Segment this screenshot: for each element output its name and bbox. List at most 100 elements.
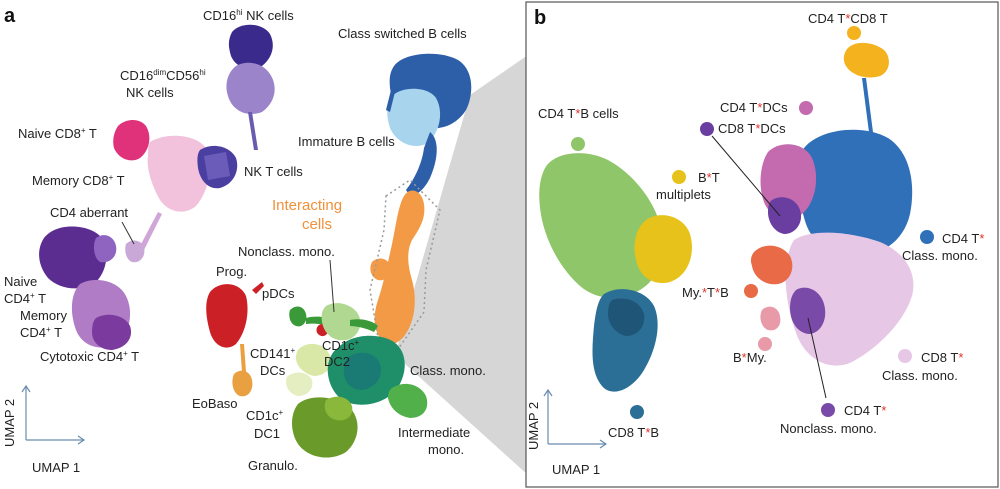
cluster-b-bmy <box>760 306 781 331</box>
cluster-b-cd8class <box>785 232 914 366</box>
label-immature-b: Immature B cells <box>298 134 395 149</box>
cluster-prog <box>206 284 248 348</box>
panel-a-letter: a <box>4 5 16 27</box>
dot-cd4class <box>920 230 934 244</box>
cluster-pdcs <box>289 306 307 327</box>
zoom-wedge <box>395 55 528 475</box>
axis-a-x-label: UMAP 1 <box>32 460 80 475</box>
label-interacting-1: Interacting <box>272 197 342 214</box>
axis-b-x-arrow <box>599 439 608 449</box>
label-b-cd4nonclass: CD4 T* <box>844 403 886 418</box>
panel-a: a <box>2 5 528 475</box>
label-b-cd4class-line2: Class. mono. <box>902 248 978 263</box>
label-cd4-aberrant: CD4 aberrant <box>50 205 128 220</box>
label-memory-cd4-line1: Memory <box>20 308 67 323</box>
dot-cd4nonclass <box>821 403 835 417</box>
label-intermediate-mono-1: Intermediate <box>398 425 470 440</box>
cluster-b-cd4class <box>798 129 913 257</box>
label-nonclass-mono: Nonclass. mono. <box>238 244 335 259</box>
label-granulo: Granulo. <box>248 458 298 473</box>
cluster-naive-cd4-light <box>93 235 117 263</box>
axis-b-y-label: UMAP 2 <box>526 402 541 450</box>
label-interacting-2: cells <box>302 216 332 233</box>
label-cd141: CD141+ <box>250 346 295 361</box>
dot-cd4tb <box>571 137 585 151</box>
dot-cd4cd8 <box>847 26 861 40</box>
axis-b-y-arrow <box>543 388 553 397</box>
label-b-cd4class: CD4 T* <box>942 231 984 246</box>
cluster-naive-cd4 <box>39 226 107 289</box>
cluster-dc-stream <box>350 319 378 332</box>
cluster-dc-green <box>321 303 361 341</box>
cluster-b-myb <box>750 245 793 285</box>
cluster-cd4-stream <box>140 212 162 250</box>
leader-cd8dc <box>711 135 781 217</box>
label-b-cd8class: CD8 T* <box>921 350 963 365</box>
label-cd1c-dc1: CD1c+ <box>246 408 284 423</box>
axis-a-y-label: UMAP 2 <box>2 399 17 447</box>
cluster-cd1c-dc1 <box>286 372 313 396</box>
label-eobaso: EoBaso <box>192 396 238 411</box>
dot-bmy <box>758 337 772 351</box>
label-naive-cd4: CD4+ T <box>4 291 46 306</box>
cluster-b-cd4nonclass <box>790 287 826 334</box>
cluster-class-mono-teal <box>343 352 382 390</box>
cluster-granulo-light <box>324 396 353 421</box>
cluster-eobaso-stream <box>240 344 246 372</box>
dot-cd8tb <box>630 405 644 419</box>
cluster-intermediate-mono <box>388 383 428 418</box>
cluster-interacting-small <box>370 258 391 281</box>
label-cd141-line2: DCs <box>260 363 286 378</box>
cluster-cd16hi-nk <box>228 24 273 69</box>
cluster-eobaso <box>232 370 253 397</box>
axis-a-y-arrow <box>21 384 31 393</box>
dot-myb <box>744 284 758 298</box>
label-cd1c-dc1-line2: DC1 <box>254 426 280 441</box>
label-class-switched-b: Class switched B cells <box>338 26 467 41</box>
label-b-cd8tb: CD8 T*B <box>608 425 659 440</box>
label-b-cd8dcs: CD8 T*DCs <box>718 121 786 136</box>
cluster-cd4-aberrant <box>125 240 145 263</box>
label-b-bt-line2: multiplets <box>656 187 711 202</box>
leader-cd4-aberrant <box>121 221 135 245</box>
cluster-b-cd4tb <box>539 153 664 298</box>
label-memory-cd8: Memory CD8+ T <box>32 173 125 188</box>
label-cytotoxic-cd4: Cytotoxic CD4+ T <box>40 349 139 364</box>
panel-b-letter: b <box>534 7 546 29</box>
label-b-cd8class-line2: Class. mono. <box>882 368 958 383</box>
label-b-bmy: B*My. <box>733 350 767 365</box>
label-b-cd4cd8: CD4 T*CD8 T <box>808 11 888 26</box>
leader-nonclass-mono <box>329 259 335 313</box>
label-b-cd4dcs: CD4 T*DCs <box>720 100 788 115</box>
label-cd16dim-nk-line2: NK cells <box>126 85 174 100</box>
cluster-naive-cd8 <box>113 120 150 161</box>
label-cd1c-dc2: CD1c+ <box>322 338 360 353</box>
cluster-prog-small <box>252 282 264 294</box>
label-pdcs: pDCs <box>262 286 295 301</box>
label-class-mono: Class. mono. <box>410 363 486 378</box>
cluster-b-cd8tb-dark <box>608 298 645 336</box>
label-intermediate-mono-2: mono. <box>428 442 464 457</box>
label-naive-cd8: Naive CD8+ T <box>18 126 97 141</box>
leader-cd4nonclass <box>807 317 827 399</box>
cluster-nk-stream <box>248 112 258 150</box>
cluster-b-stream <box>406 132 437 196</box>
cluster-b-stream <box>862 78 874 140</box>
dot-bt <box>672 170 686 184</box>
panel-b: b <box>525 1 999 488</box>
cluster-cytotoxic-cd4 <box>92 314 132 350</box>
axis-b-x-label: UMAP 1 <box>552 462 600 477</box>
interacting-boundary <box>369 179 441 353</box>
label-nkt: NK T cells <box>244 164 303 179</box>
label-b-cd4tb: CD4 T*B cells <box>538 106 619 121</box>
dot-cd4dc <box>799 101 813 115</box>
dot-cd8dc <box>700 122 714 136</box>
cluster-b-stream2 <box>386 86 396 112</box>
label-cd1c-dc2-line2: DC2 <box>324 354 350 369</box>
dot-cd8class <box>898 349 912 363</box>
label-b-myb: My.*T*B <box>682 285 729 300</box>
label-prog: Prog. <box>216 264 247 279</box>
label-b-bt: B*T <box>698 170 720 185</box>
label-memory-cd4: CD4+ T <box>20 325 62 340</box>
